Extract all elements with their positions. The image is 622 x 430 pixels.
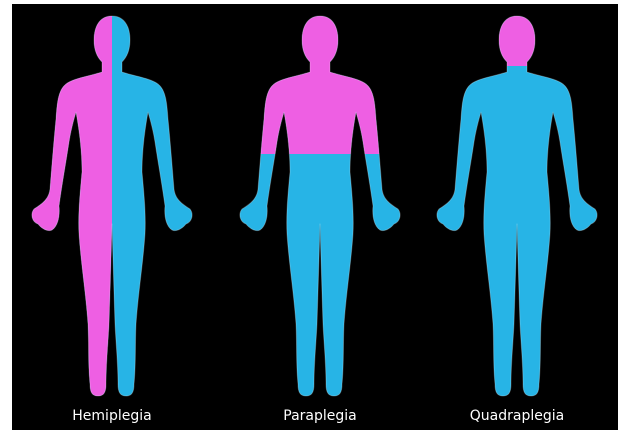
affected-region xyxy=(220,4,420,154)
body-figure-paraplegia xyxy=(220,4,420,404)
label-hemiplegia: Hemiplegia xyxy=(12,408,212,424)
affected-region xyxy=(12,4,112,404)
figure-quadraplegia: Quadraplegia xyxy=(417,4,617,430)
label-paraplegia: Paraplegia xyxy=(220,408,420,424)
label-quadraplegia: Quadraplegia xyxy=(417,408,617,424)
affected-region xyxy=(417,4,617,66)
diagram-canvas: Hemiplegia Paraplegia Quadraplegia xyxy=(12,4,618,430)
body-figure-hemiplegia xyxy=(12,4,212,404)
figure-hemiplegia: Hemiplegia xyxy=(12,4,212,430)
body-figure-quadraplegia xyxy=(417,4,617,404)
figure-paraplegia: Paraplegia xyxy=(220,4,420,430)
